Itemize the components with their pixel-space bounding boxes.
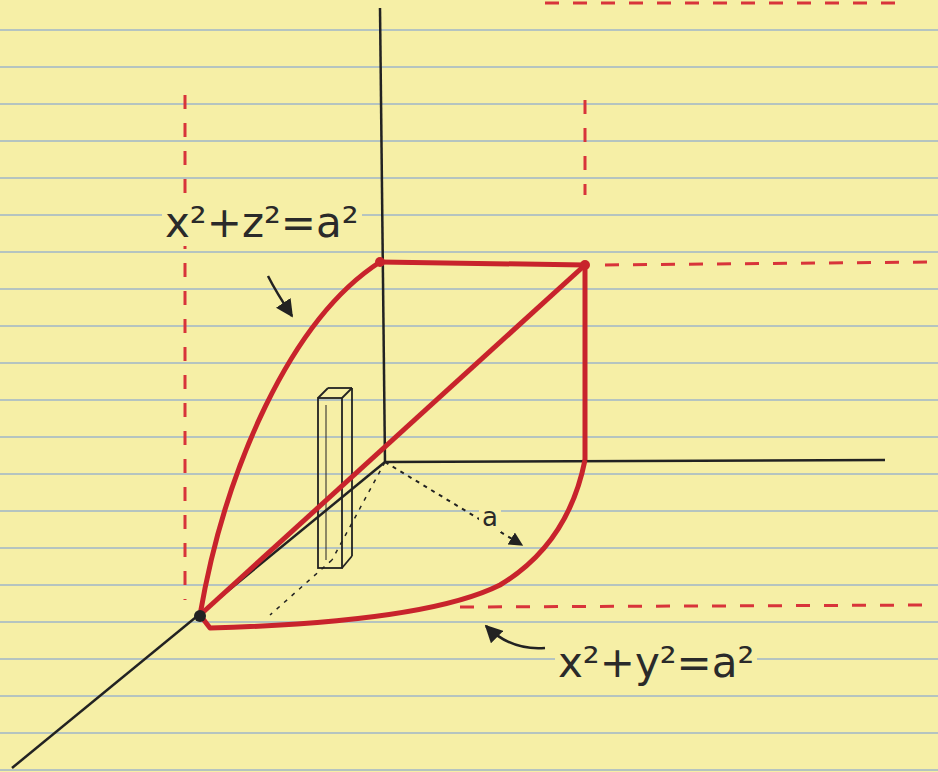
ruled-lines bbox=[0, 30, 938, 770]
axes bbox=[12, 8, 885, 768]
radius-label: a bbox=[479, 503, 501, 532]
equation-label: x²+z²=a² bbox=[162, 200, 362, 246]
equation-label: x²+y²=a² bbox=[555, 640, 757, 686]
solid-outline bbox=[200, 262, 585, 628]
volume-element bbox=[318, 388, 352, 568]
